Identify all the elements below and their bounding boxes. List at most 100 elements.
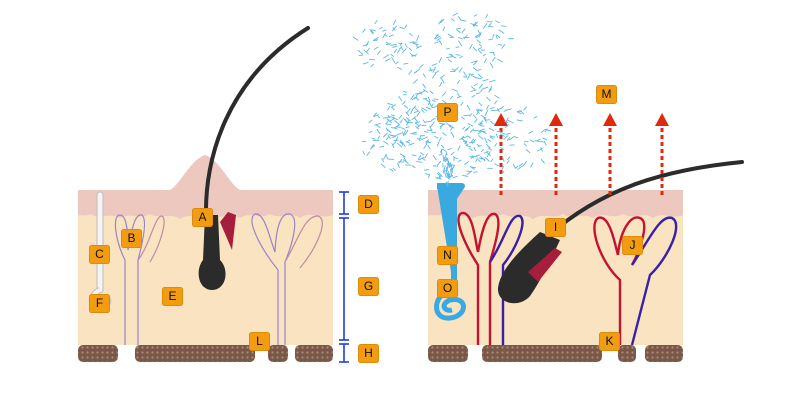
left-scale-bars: [339, 191, 349, 363]
sweat-droplet: [440, 148, 443, 153]
sweat-droplet: [458, 67, 463, 73]
sweat-droplet: [413, 117, 418, 123]
sweat-droplet: [512, 163, 516, 169]
sweat-droplet: [483, 117, 487, 121]
left-skin-panel: [78, 26, 349, 363]
sweat-droplet: [516, 119, 523, 122]
sweat-droplet: [506, 137, 510, 142]
sweat-droplet: [382, 32, 387, 39]
sweat-droplet: [471, 139, 476, 144]
sweat-droplet: [536, 138, 541, 142]
sweat-droplet: [479, 120, 484, 125]
sweat-droplet: [414, 107, 420, 112]
sweat-droplet: [365, 41, 370, 47]
sweat-droplet: [394, 120, 400, 125]
sweat-droplet: [380, 163, 386, 168]
sweat-droplet: [369, 28, 373, 34]
sweat-droplet: [530, 162, 534, 168]
sweat-droplet: [540, 129, 546, 133]
sweat-droplet: [466, 125, 470, 131]
sweat-droplet: [435, 34, 441, 38]
sweat-droplet: [457, 80, 460, 85]
sweat-droplet: [443, 165, 446, 170]
sweat-droplet: [488, 147, 492, 151]
sweat-droplet: [456, 29, 461, 34]
sweat-droplet: [488, 88, 492, 93]
sweat-droplet: [445, 182, 448, 187]
sweat-droplet: [370, 29, 375, 34]
sweat-droplet: [427, 96, 431, 102]
sweat-droplet: [388, 34, 394, 37]
sweat-droplet: [426, 129, 433, 132]
sweat-droplet: [406, 117, 411, 122]
sweat-droplet: [494, 94, 500, 99]
sweat-droplet: [471, 60, 478, 64]
sweat-droplet: [385, 127, 389, 132]
label-c: C: [89, 245, 110, 264]
sweat-droplet: [452, 12, 459, 16]
sweat-droplet: [447, 33, 454, 38]
sweat-droplet: [413, 70, 418, 74]
right-capillaries-1: [457, 211, 524, 345]
sweat-droplet: [477, 159, 481, 163]
sweat-droplet: [506, 108, 512, 111]
sweat-droplet: [444, 173, 447, 178]
sweat-droplet: [446, 56, 453, 58]
sweat-droplet: [488, 127, 495, 132]
sweat-droplet: [473, 60, 478, 66]
sweat-droplet: [540, 158, 545, 164]
sweat-droplet: [392, 141, 396, 146]
sweat-spray-icon: [352, 12, 552, 187]
sweat-droplet: [376, 114, 380, 119]
right-hair: [497, 160, 744, 304]
sweat-droplet: [390, 118, 395, 122]
sweat-droplet: [457, 159, 462, 162]
sweat-droplet: [403, 62, 409, 65]
sweat-droplet: [470, 128, 474, 133]
sweat-droplet: [401, 141, 406, 147]
sweat-droplet: [411, 116, 417, 121]
sweat-droplet: [430, 117, 436, 121]
sweat-droplet: [404, 24, 408, 29]
sweat-droplet: [403, 105, 409, 109]
sweat-droplet: [438, 56, 442, 63]
sweat-droplet: [390, 104, 396, 108]
sweat-droplet: [463, 71, 468, 78]
label-f: F: [89, 294, 110, 313]
sweat-droplet: [462, 174, 469, 177]
sweat-droplet: [369, 58, 376, 61]
sweat-droplet: [523, 143, 527, 147]
sweat-droplet: [409, 41, 414, 44]
sweat-droplet: [475, 158, 478, 163]
sweat-droplet: [429, 90, 434, 95]
sweat-droplet: [420, 152, 425, 156]
sweat-droplet: [485, 13, 488, 19]
sweat-droplet: [366, 47, 370, 53]
sweat-droplet: [485, 109, 489, 116]
sweat-droplet: [455, 46, 460, 48]
sweat-droplet: [429, 102, 433, 108]
sweat-droplet: [392, 167, 396, 171]
sweat-droplet: [482, 78, 489, 82]
sweat-droplet: [540, 147, 543, 152]
sweat-droplet: [491, 56, 496, 62]
sweat-droplet: [390, 127, 398, 129]
sweat-droplet: [485, 96, 491, 102]
sweat-droplet: [473, 21, 477, 27]
sweat-droplet: [398, 95, 403, 101]
sweat-droplet: [399, 119, 403, 124]
sweat-droplet: [518, 163, 524, 167]
sweat-droplet: [390, 114, 395, 117]
sweat-droplet: [506, 160, 510, 164]
sweat-droplet: [391, 56, 396, 63]
sweat-droplet: [403, 159, 409, 164]
right-arrector-muscle: [528, 248, 562, 282]
sweat-droplet: [451, 164, 456, 166]
sweat-droplet: [376, 124, 381, 129]
sweat-droplet: [488, 79, 496, 83]
sweat-droplet: [399, 141, 403, 145]
sweat-droplet: [476, 111, 480, 115]
sweat-droplet: [469, 113, 473, 117]
sweat-droplet: [405, 126, 410, 129]
